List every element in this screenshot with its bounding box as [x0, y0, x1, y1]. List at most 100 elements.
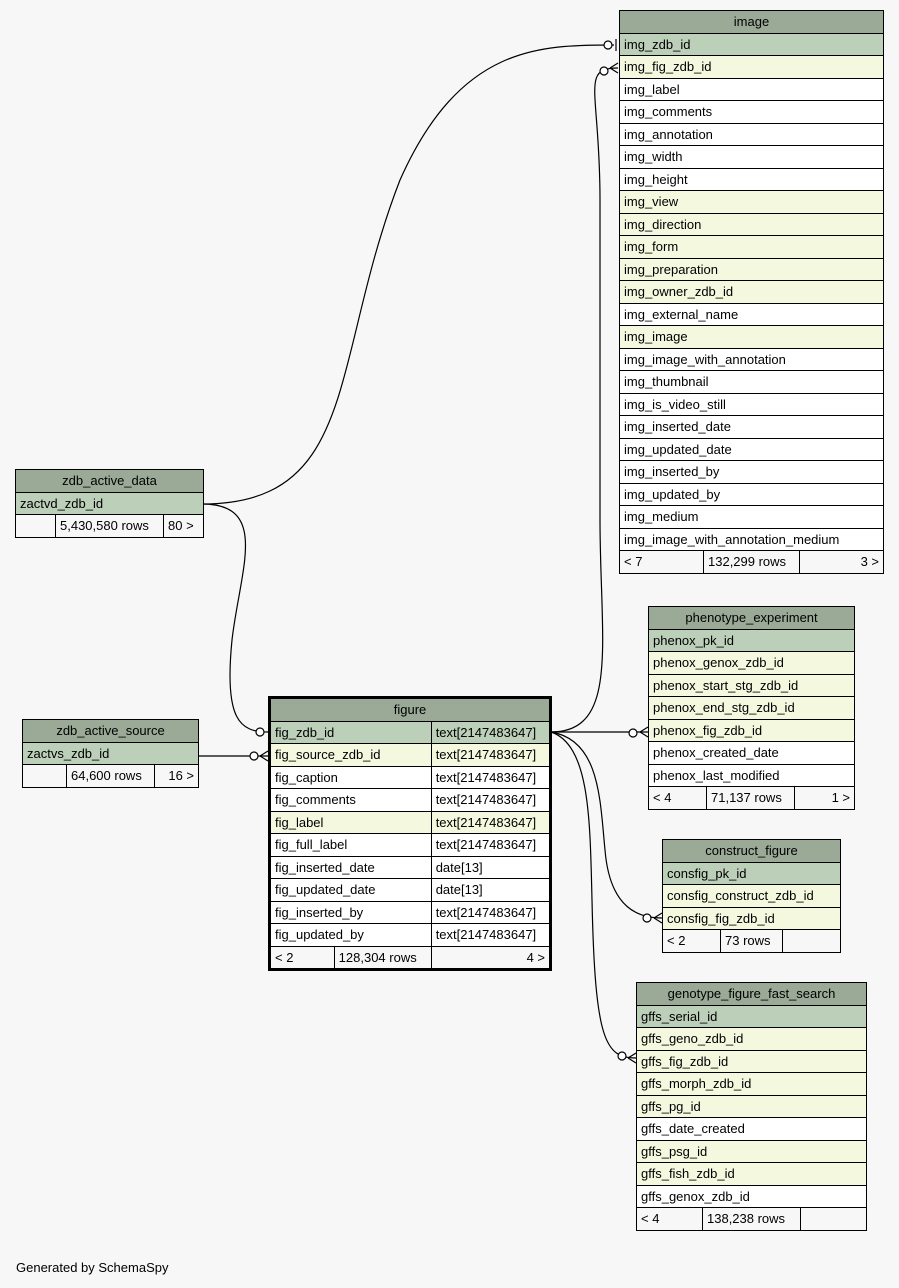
column-name: gffs_date_created [635, 1117, 868, 1141]
children-count [799, 1207, 868, 1231]
column-row[interactable]: img_width [618, 145, 885, 169]
column-row[interactable]: gffs_genox_zdb_id [635, 1184, 868, 1208]
column-row[interactable]: img_view [618, 190, 885, 214]
column-name: phenox_genox_zdb_id [647, 651, 856, 675]
column-row[interactable]: img_inserted_by [618, 460, 885, 484]
children-count: 4 > [430, 945, 552, 970]
table-figure[interactable]: figure fig_zdb_id text[2147483647] fig_s… [268, 696, 552, 971]
column-row[interactable]: img_inserted_date [618, 415, 885, 439]
children-count: 16 > [153, 764, 200, 788]
column-name: img_inserted_by [618, 460, 885, 484]
table-zdb-active-source[interactable]: zdb_active_source zactvs_zdb_id 64,600 r… [21, 719, 200, 788]
column-row[interactable]: phenox_created_date [647, 741, 856, 765]
column-row[interactable]: img_preparation [618, 257, 885, 281]
column-row[interactable]: img_fig_zdb_id [618, 55, 885, 79]
column-row[interactable]: phenox_end_stg_zdb_id [647, 696, 856, 720]
column-name: img_inserted_date [618, 415, 885, 439]
column-row[interactable]: img_form [618, 235, 885, 259]
column-row[interactable]: img_height [618, 167, 885, 191]
column-type: date[13] [430, 855, 552, 879]
column-row[interactable]: img_updated_date [618, 437, 885, 461]
column-name: fig_updated_date [269, 878, 432, 902]
link-figure-image [550, 67, 619, 733]
column-row[interactable]: gffs_fish_zdb_id [635, 1162, 868, 1186]
column-row[interactable]: img_image_with_annotation_medium [618, 527, 885, 551]
column-name: img_owner_zdb_id [618, 280, 885, 304]
column-name: img_view [618, 190, 885, 214]
row-count: 71,137 rows [706, 786, 795, 810]
column-row[interactable]: img_annotation [618, 122, 885, 146]
link-figure-consfig [550, 731, 663, 919]
primary-key-column: consfig_pk_id [661, 861, 842, 885]
link-end-marker [617, 1051, 627, 1061]
table-title: image [618, 10, 885, 34]
column-row[interactable]: img_comments [618, 100, 885, 124]
column-row[interactable]: img_image_with_annotation [618, 347, 885, 371]
link-crow [639, 726, 649, 738]
primary-key-column: fig_zdb_id [269, 720, 432, 744]
primary-key-column: gffs_serial_id [635, 1004, 868, 1028]
column-row[interactable]: phenox_fig_zdb_id [647, 718, 856, 742]
column-name: gffs_genox_zdb_id [635, 1184, 868, 1208]
column-row[interactable]: img_thumbnail [618, 370, 885, 394]
column-row[interactable]: gffs_geno_zdb_id [635, 1027, 868, 1051]
table-title: zdb_active_source [21, 719, 200, 743]
column-row[interactable]: phenox_last_modified [647, 763, 856, 787]
column-row[interactable]: img_medium [618, 505, 885, 529]
column-row[interactable]: gffs_date_created [635, 1117, 868, 1141]
column-row[interactable]: img_external_name [618, 302, 885, 326]
table-title: genotype_figure_fast_search [635, 982, 868, 1006]
column-type: text[2147483647] [430, 765, 552, 789]
column-name: phenox_last_modified [647, 763, 856, 787]
table-footer: 5,430,580 rows 80 > [15, 514, 204, 538]
table-construct-figure[interactable]: construct_figure consfig_pk_id consfig_c… [661, 839, 842, 953]
table-title: construct_figure [661, 839, 842, 863]
column-type: date[13] [430, 878, 552, 902]
column-row[interactable]: gffs_morph_zdb_id [635, 1072, 868, 1096]
column-name: gffs_pg_id [635, 1094, 868, 1118]
column-row[interactable]: img_image [618, 325, 885, 349]
column-row[interactable]: img_updated_by [618, 482, 885, 506]
column-row[interactable]: consfig_construct_zdb_id [661, 884, 842, 908]
column-row[interactable]: phenox_genox_zdb_id [647, 651, 856, 675]
column-row[interactable]: gffs_pg_id [635, 1094, 868, 1118]
children-count [781, 929, 842, 953]
column-type: text[2147483647] [430, 788, 552, 812]
column-row[interactable]: consfig_fig_zdb_id [661, 906, 842, 930]
column-name: fig_label [269, 810, 432, 834]
column-name: consfig_fig_zdb_id [661, 906, 842, 930]
table-phenotype-experiment[interactable]: phenotype_experiment phenox_pk_id phenox… [647, 606, 856, 810]
table-zdb-active-data[interactable]: zdb_active_data zactvd_zdb_id 5,430,580 … [15, 469, 204, 538]
table-footer: < 4 71,137 rows 1 > [648, 786, 856, 810]
column-row[interactable]: img_direction [618, 212, 885, 236]
link-crow [627, 1052, 637, 1064]
parents-count [15, 514, 56, 538]
column-row[interactable]: gffs_fig_zdb_id [635, 1049, 868, 1073]
column-row[interactable]: gffs_psg_id [635, 1139, 868, 1163]
column-row[interactable]: img_owner_zdb_id [618, 280, 885, 304]
column-name: fig_comments [269, 788, 432, 812]
column-row[interactable]: phenox_start_stg_zdb_id [647, 673, 856, 697]
column-row[interactable]: img_is_video_still [618, 392, 885, 416]
row-count: 132,299 rows [703, 550, 800, 574]
column-name: img_image_with_annotation [618, 347, 885, 371]
table-title: zdb_active_data [15, 469, 204, 493]
column-row[interactable]: img_label [618, 77, 885, 101]
row-count: 138,238 rows [702, 1207, 801, 1231]
link-end-marker [628, 728, 638, 738]
column-name: img_is_video_still [618, 392, 885, 416]
parents-count: < 4 [636, 1207, 703, 1231]
table-genotype-figure-fast-search[interactable]: genotype_figure_fast_search gffs_serial_… [635, 982, 868, 1231]
column-name: gffs_geno_zdb_id [635, 1027, 868, 1051]
